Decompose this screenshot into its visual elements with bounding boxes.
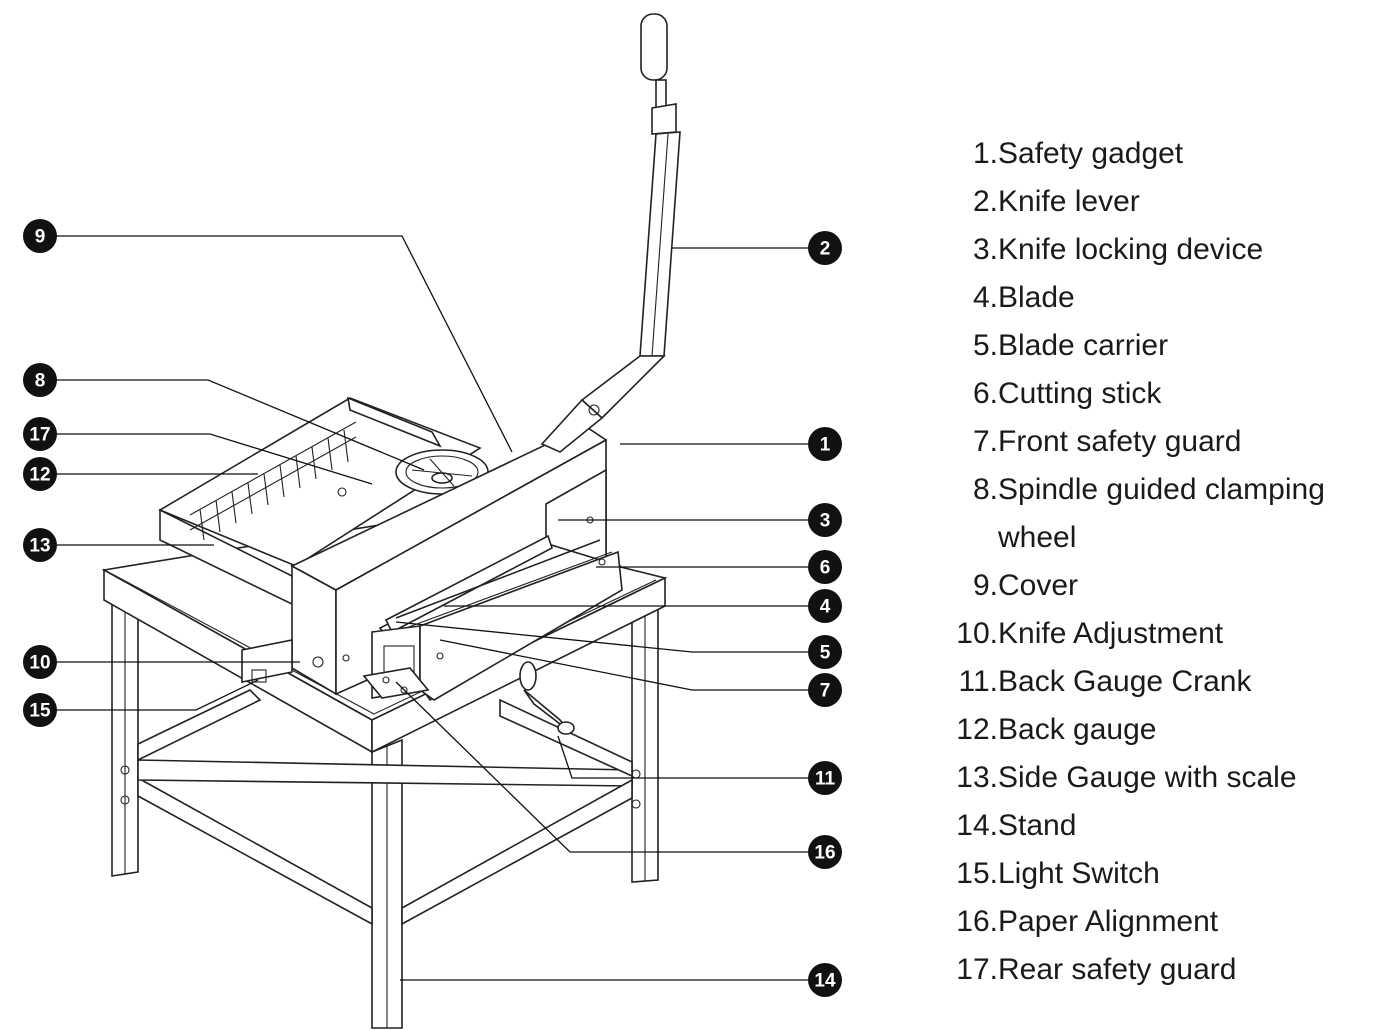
legend-item: 17.Rear safety guard [930,946,1370,994]
legend-item: 12.Back gauge [930,706,1370,754]
legend-item: 10.Knife Adjustment [930,610,1370,658]
legend-number: 17. [956,953,998,986]
legend-label: Spindle guided clamping [998,473,1325,506]
svg-text:11: 11 [815,769,836,790]
legend-label: Knife lever [998,185,1140,218]
legend-item: 14.Stand [930,802,1370,850]
legend-label: Knife Adjustment [998,617,1224,650]
legend-label: Blade [998,281,1075,314]
legend-label: Knife locking device [998,233,1264,266]
callout-badge-10: 10 [23,645,57,679]
legend-number: 15. [956,857,998,890]
svg-text:9: 9 [35,227,46,248]
svg-text:6: 6 [820,558,831,579]
legend-number: 8. [972,473,998,506]
legend-item: 3.Knife locking device [930,226,1370,274]
legend-label: Cutting stick [998,377,1162,410]
knife-lever-drawing [540,13,681,453]
legend-item: 5.Blade carrier [930,322,1370,370]
callout-badge-16: 16 [808,835,842,869]
legend-number: 6. [972,377,998,410]
callout-badge-12: 12 [23,457,57,491]
callout-badge-2: 2 [808,231,842,265]
svg-text:15: 15 [29,701,51,722]
svg-text:1: 1 [820,435,831,456]
callout-badge-11: 11 [808,761,842,795]
legend-item: 15.Light Switch [930,850,1370,898]
legend-number: 1. [972,137,998,170]
rear-box-drawing [158,396,489,608]
callout-badge-17: 17 [23,417,57,451]
callout-badge-9: 9 [23,219,57,253]
legend-number: 16. [956,905,998,938]
callout-badge-14: 14 [808,963,842,997]
legend-item: 16.Paper Alignment [930,898,1370,946]
legend-number: 11. [958,665,998,698]
legend-label: Back Gauge Crank [998,665,1252,698]
svg-text:14: 14 [814,971,836,992]
legend-item: 4.Blade [930,274,1370,322]
legend-number: 5. [972,329,998,362]
legend-item: 13.Side Gauge with scale [930,754,1370,802]
legend-label: Light Switch [998,857,1160,890]
legend-label-continuation: wheel [998,521,1077,554]
callout-badge-13: 13 [23,528,57,562]
svg-text:13: 13 [29,536,50,557]
callout-badge-8: 8 [23,363,57,397]
legend-label: Back gauge [998,713,1157,746]
legend-item: 2.Knife lever [930,178,1370,226]
svg-text:10: 10 [29,653,50,674]
legend-item: 6.Cutting stick [930,370,1370,418]
svg-text:3: 3 [820,511,831,532]
legend-item: 9.Cover [930,562,1370,610]
leader-lines [56,235,808,981]
legend-number: 3. [972,233,998,266]
legend-number: 12. [956,713,998,746]
parts-legend: 1.Safety gadget 2.Knife lever 3.Knife lo… [930,130,1370,994]
callout-badge-3: 3 [808,503,842,537]
legend-label: Side Gauge with scale [998,761,1297,794]
legend-label: Cover [998,569,1079,602]
svg-text:2: 2 [820,239,831,260]
callout-badge-15: 15 [23,693,57,727]
svg-text:4: 4 [820,597,831,618]
legend-number: 7. [972,425,998,458]
legend-label: Paper Alignment [998,905,1219,938]
svg-text:12: 12 [29,465,50,486]
legend-label: Stand [998,809,1077,842]
svg-text:5: 5 [820,643,831,664]
svg-text:16: 16 [814,843,835,864]
svg-text:8: 8 [35,371,46,392]
legend-number: 2. [972,185,998,218]
legend-label: Front safety guard [998,425,1242,458]
legend-number: 4. [972,281,998,314]
callout-badge-7: 7 [808,673,842,707]
callout-badge-5: 5 [808,635,842,669]
legend-number: 14. [956,809,998,842]
stand-drawing [111,595,659,1029]
callout-badge-4: 4 [808,589,842,623]
svg-text:17: 17 [29,425,50,446]
legend-item: 7.Front safety guard [930,418,1370,466]
legend-number: 13. [956,761,998,794]
legend-label: Safety gadget [998,137,1184,170]
legend-item: 1.Safety gadget [930,130,1370,178]
legend-number: 9. [972,569,998,602]
legend-label: Rear safety guard [998,953,1237,986]
legend-item: 11.Back Gauge Crank [930,658,1370,706]
svg-text:7: 7 [820,681,831,702]
legend-number: 10. [956,617,998,650]
callout-badge-6: 6 [808,550,842,584]
callout-badge-1: 1 [808,427,842,461]
legend-label: Blade carrier [998,329,1169,362]
front-area-drawing [362,534,623,735]
legend-item: 8.Spindle guided clamping [930,466,1370,514]
